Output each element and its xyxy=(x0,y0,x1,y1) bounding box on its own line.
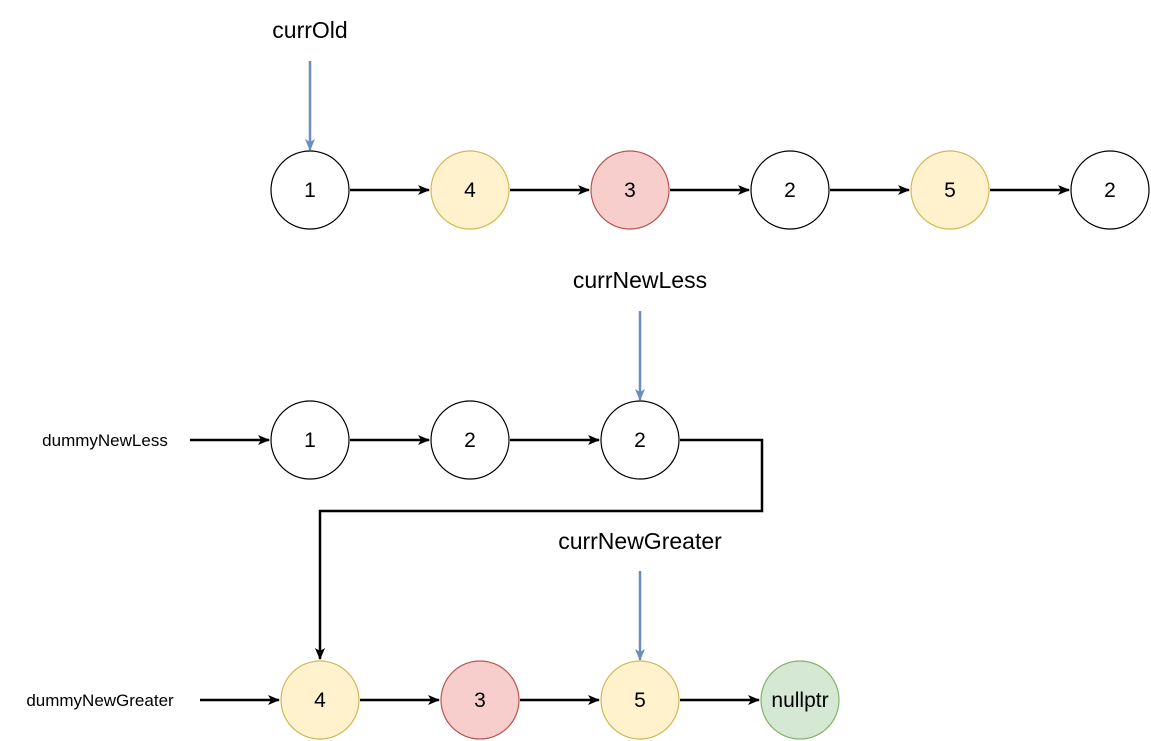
original-node-6: 2 xyxy=(1070,150,1150,230)
svg-text:2: 2 xyxy=(784,179,796,202)
dummy-new-greater-label: dummyNewGreater xyxy=(26,691,174,710)
curr-new-greater-label: currNewGreater xyxy=(558,528,722,554)
original-node-3: 3 xyxy=(590,150,670,230)
original-node-2: 4 xyxy=(430,150,510,230)
svg-text:3: 3 xyxy=(624,179,636,202)
original-node-1: 1 xyxy=(270,150,350,230)
svg-text:2: 2 xyxy=(1104,179,1116,202)
svg-text:4: 4 xyxy=(314,689,326,712)
greater-node-3: 5 xyxy=(600,660,680,740)
svg-text:nullptr: nullptr xyxy=(771,689,828,712)
svg-text:1: 1 xyxy=(304,429,316,452)
curr-old-label: currOld xyxy=(272,17,347,43)
greater-node-1: 4 xyxy=(280,660,360,740)
less-to-greater-connector xyxy=(315,438,764,660)
dummy-new-less-label: dummyNewLess xyxy=(42,431,168,450)
less-node-3: 2 xyxy=(600,400,680,480)
greater-node-nullptr: nullptr xyxy=(760,660,840,740)
svg-text:2: 2 xyxy=(634,429,646,452)
svg-text:3: 3 xyxy=(474,689,486,712)
svg-text:1: 1 xyxy=(304,179,316,202)
greater-node-2: 3 xyxy=(440,660,520,740)
original-node-5: 5 xyxy=(910,150,990,230)
less-node-2: 2 xyxy=(430,400,510,480)
svg-text:5: 5 xyxy=(634,689,646,712)
svg-text:4: 4 xyxy=(464,179,476,202)
less-node-1: 1 xyxy=(270,400,350,480)
svg-text:5: 5 xyxy=(944,179,956,202)
curr-new-less-label: currNewLess xyxy=(573,267,707,293)
svg-text:2: 2 xyxy=(464,429,476,452)
original-node-4: 2 xyxy=(750,150,830,230)
